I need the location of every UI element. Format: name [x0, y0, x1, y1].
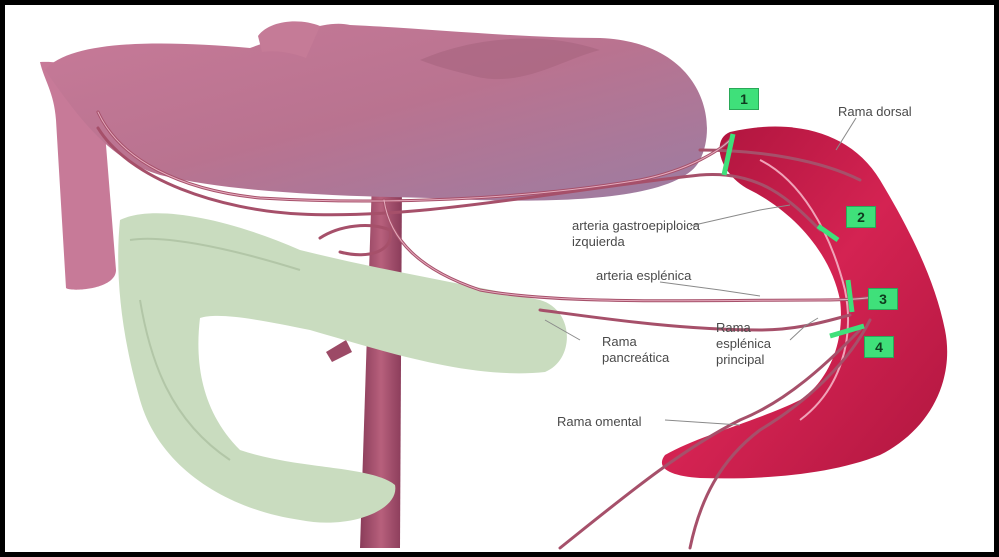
leader-omental — [665, 420, 740, 425]
spleen-shape — [662, 127, 947, 479]
label-esplenica-principal-line3: principal — [716, 352, 764, 368]
label-pancreatica-line2: pancreática — [602, 350, 669, 366]
label-esplenica-principal-line2: esplénica — [716, 336, 771, 352]
label-arteria-esplenica: arteria esplénica — [596, 268, 691, 284]
marker-badge-1: 1 — [729, 88, 759, 110]
label-gastroepiploica-line1: arteria gastroepiploica — [572, 218, 700, 234]
pancreas-shape — [118, 213, 567, 522]
label-pancreatica-line1: Rama — [602, 334, 637, 350]
small-vessel-shape — [326, 340, 352, 362]
marker-badge-2: 2 — [846, 206, 876, 228]
marker-badge-3: 3 — [868, 288, 898, 310]
leader-esplenica — [660, 282, 760, 296]
leader-gastroepiploica — [690, 205, 790, 226]
label-esplenica-principal-line1: Rama — [716, 320, 751, 336]
label-rama-omental: Rama omental — [557, 414, 642, 430]
stomach-shape — [45, 24, 707, 201]
label-rama-dorsal: Rama dorsal — [838, 104, 912, 120]
label-gastroepiploica-line2: izquierda — [572, 234, 625, 250]
marker-badge-4: 4 — [864, 336, 894, 358]
